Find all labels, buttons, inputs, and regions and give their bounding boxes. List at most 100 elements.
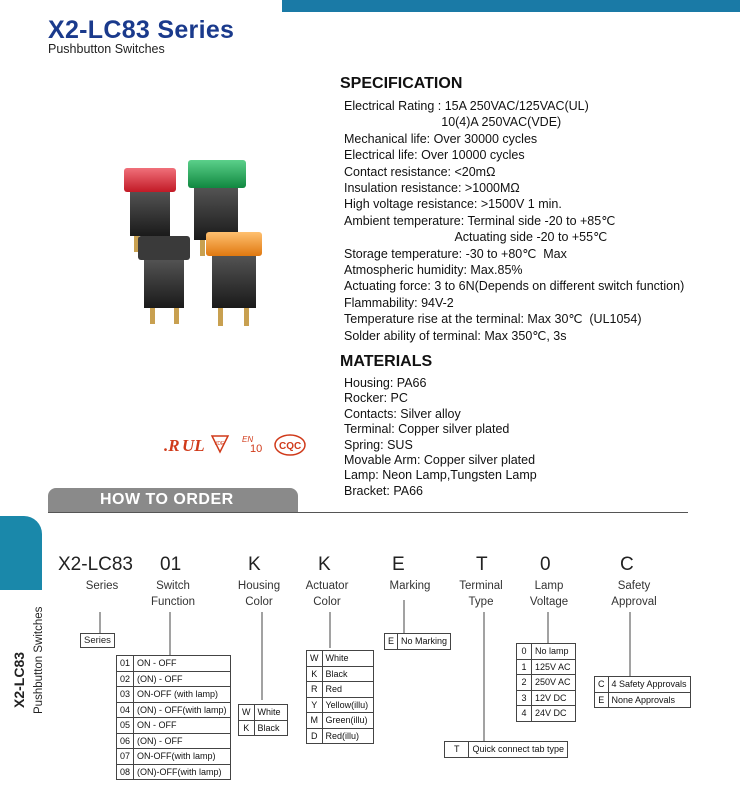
material-line: Terminal: Copper silver plated [344,422,510,437]
switch-red [124,168,176,252]
side-category: Pushbutton Switches [33,606,45,714]
spec-line: Ambient temperature: Terminal side -20 t… [344,213,616,228]
code-safety-approval: C [620,554,634,575]
side-tab [0,516,42,590]
page-title: X2-LC83 Series [48,16,235,44]
switch-black [138,236,190,324]
cqc-text: CQC [279,441,301,452]
code-lamp-voltage: 0 [540,554,551,575]
table-row: 08(ON)-OFF(with lamp) [115,763,231,780]
spec-line: Storage temperature: -30 to +80℃ Max [344,246,567,261]
material-line: Housing: PA66 [344,376,427,390]
table-row: 06(ON) - OFF [115,732,231,749]
cqc-mark-icon: CQC [274,434,306,456]
table-row: 02(ON) - OFF [115,670,231,687]
top-accent-bar [0,0,740,12]
specification-list: Electrical Rating : 15A 250VAC/125VAC(UL… [344,98,684,344]
specification-heading: SPECIFICATION [340,75,463,92]
ul-mark-icon: .R UL [164,436,205,455]
material-line: Spring: SUS [344,437,413,452]
spec-line: Actuating side -20 to +55℃ [344,230,608,245]
ul-text: UL [182,436,205,455]
spec-line: Insulation resistance: >1000MΩ [344,181,520,196]
spec-line: Temperature rise at the terminal: Max 30… [344,312,642,327]
code-series: X2-LC83 [58,554,133,575]
code-marking: E [392,554,405,575]
vde-mark-icon: VDE [210,435,230,454]
spec-line: High voltage resistance: >1500V 1 min. [344,197,562,212]
code-terminal-type: T [476,554,488,575]
side-model: X2-LC83 [11,652,27,708]
spec-line: Electrical life: Over 10000 cycles [344,148,525,163]
label-series: Series [85,580,119,592]
enec-text: 10 [250,443,262,455]
code-actuator-color: K [318,554,331,575]
material-line: Contacts: Silver alloy [344,406,461,421]
spec-line: 10(4)A 250VAC(VDE) [344,115,562,130]
certification-logos: .R UL VDE EN 10 CQC [164,434,306,456]
spec-line: Electrical Rating : 15A 250VAC/125VAC(UL… [344,99,589,113]
code-switch-function: 01 [160,554,182,575]
svg-text:.R: .R [164,436,180,455]
product-photo [124,160,262,326]
spec-line: Atmospheric humidity: Max.85% [344,263,523,278]
divider [48,512,688,513]
spec-line: Contact resistance: <20mΩ [344,164,496,179]
side-label: X2-LC83 Pushbutton Switches [11,606,45,714]
table-row: 04(ON) - OFF(with lamp) [115,701,231,718]
material-line: Bracket: PA66 [344,483,423,498]
enec-mark-icon: EN 10 [242,435,262,455]
label-marking: Marking [389,580,431,592]
svg-text:EN: EN [242,435,253,444]
material-line: Movable Arm: Copper silver plated [344,453,536,468]
how-to-order-heading: HOW TO ORDER [100,491,234,508]
how-to-order-bar [48,488,298,512]
switch-orange [206,232,262,326]
material-line: Lamp: Neon Lamp,Tungsten Lamp [344,468,537,483]
page-subtitle: Pushbutton Switches [48,42,165,56]
materials-list: Housing: PA66 Rocker: PC Contacts: Silve… [344,376,537,499]
spec-line: Mechanical life: Over 30000 cycles [344,131,538,146]
switch-green [188,160,246,256]
code-housing-color: K [248,554,261,575]
spec-line: Solder ability of terminal: Max 350℃, 3s [344,328,567,343]
materials-heading: MATERIALS [340,353,433,370]
vde-text: VDE [214,441,225,447]
spec-line: Actuating force: 3 to 6N(Depends on diff… [344,279,685,294]
